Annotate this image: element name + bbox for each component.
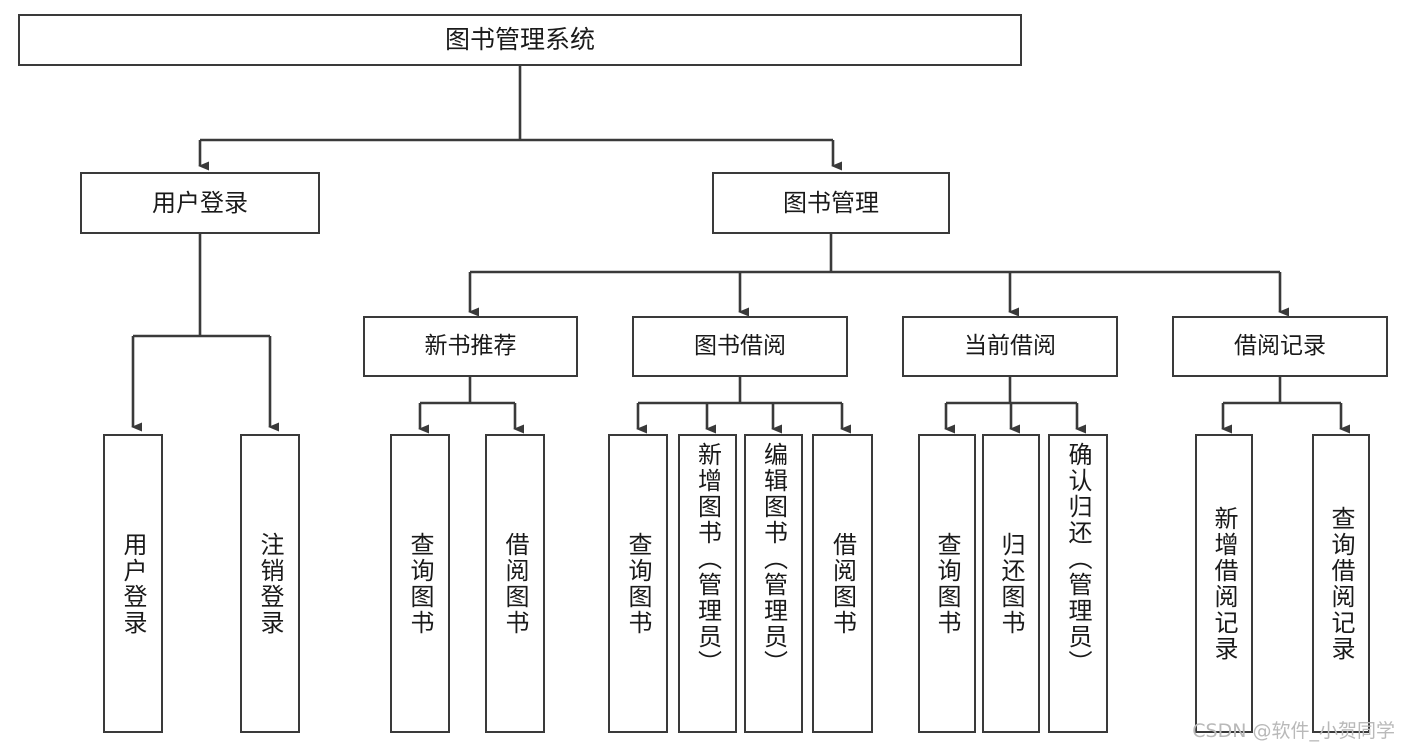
node-label: 当前借阅 <box>964 332 1056 359</box>
leaf-records-query-record[interactable]: 查询借阅记录 <box>1312 434 1370 733</box>
node-label: 图书借阅 <box>694 332 786 359</box>
leaf-records-add-record[interactable]: 新增借阅记录 <box>1195 434 1253 733</box>
leaf-recommend-query-book[interactable]: 查询图书 <box>390 434 450 733</box>
node-label: 用户登录 <box>119 532 147 636</box>
node-label: 编辑图书（管理员） <box>759 442 788 676</box>
leaf-current-query-book[interactable]: 查询图书 <box>918 434 976 733</box>
leaf-borrow-add-book-admin[interactable]: 新增图书（管理员） <box>678 434 737 733</box>
node-label: 查询图书 <box>624 532 652 636</box>
node-label: 借阅记录 <box>1234 332 1326 359</box>
node-label: 查询图书 <box>406 532 434 636</box>
leaf-current-confirm-return-admin[interactable]: 确认归还（管理员） <box>1048 434 1108 733</box>
node-label: 注销登录 <box>256 532 284 636</box>
node-new-book-recommend[interactable]: 新书推荐 <box>363 316 578 377</box>
node-current-borrow[interactable]: 当前借阅 <box>902 316 1118 377</box>
leaf-user-login-login[interactable]: 用户登录 <box>103 434 163 733</box>
node-label: 归还图书 <box>997 532 1025 636</box>
node-label: 查询借阅记录 <box>1327 506 1355 662</box>
node-label: 图书管理 <box>783 188 879 217</box>
node-book-management[interactable]: 图书管理 <box>712 172 950 234</box>
node-label: 新增借阅记录 <box>1210 506 1238 662</box>
node-label: 借阅图书 <box>828 532 857 636</box>
node-root-system[interactable]: 图书管理系统 <box>18 14 1022 66</box>
node-borrow-records[interactable]: 借阅记录 <box>1172 316 1388 377</box>
node-label: 查询图书 <box>933 532 961 636</box>
node-book-borrow[interactable]: 图书借阅 <box>632 316 848 377</box>
watermark-text: CSDN @软件_小贺同学 <box>1192 720 1395 742</box>
node-label: 借阅图书 <box>501 532 529 636</box>
leaf-borrow-query-book[interactable]: 查询图书 <box>608 434 668 733</box>
leaf-borrow-edit-book-admin[interactable]: 编辑图书（管理员） <box>744 434 803 733</box>
node-label: 新增图书（管理员） <box>693 442 722 676</box>
leaf-current-return-book[interactable]: 归还图书 <box>982 434 1040 733</box>
node-label: 确认归还（管理员） <box>1064 442 1092 676</box>
node-label: 图书管理系统 <box>444 25 595 55</box>
node-label: 新书推荐 <box>424 332 517 359</box>
node-label: 用户登录 <box>152 188 248 217</box>
leaf-user-login-logout[interactable]: 注销登录 <box>240 434 300 733</box>
leaf-recommend-borrow-book[interactable]: 借阅图书 <box>485 434 545 733</box>
leaf-borrow-borrow-book[interactable]: 借阅图书 <box>812 434 873 733</box>
node-user-login[interactable]: 用户登录 <box>80 172 320 234</box>
